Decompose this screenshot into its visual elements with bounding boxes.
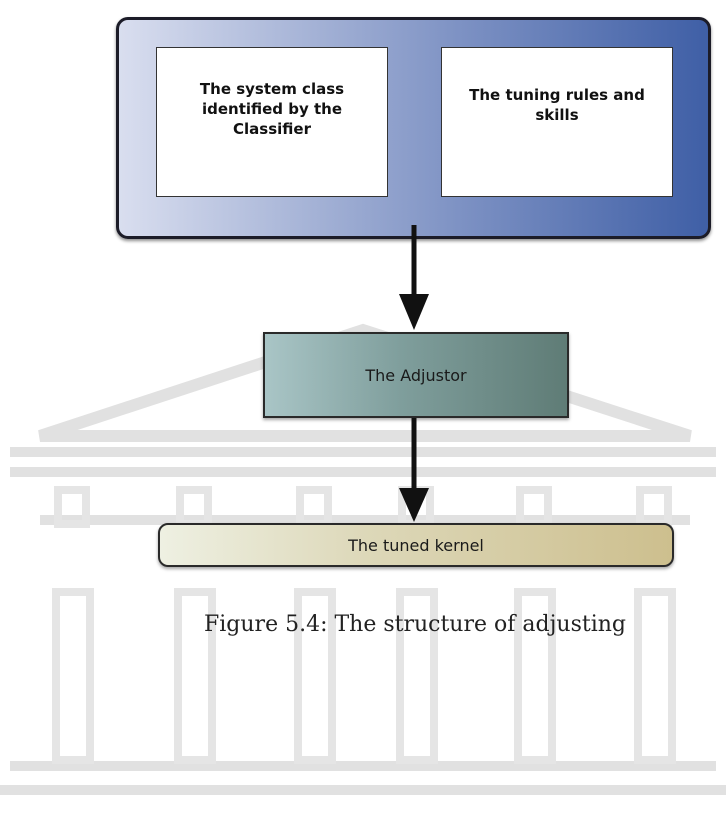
system-class-box: The system class identified by the Class…: [156, 47, 388, 197]
adjustor-box: The Adjustor: [263, 332, 569, 418]
tuning-rules-box: The tuning rules and skills: [441, 47, 673, 197]
tuned-kernel-box: The tuned kernel: [158, 523, 674, 567]
figure-caption: Figure 5.4: The structure of adjusting: [204, 612, 626, 637]
